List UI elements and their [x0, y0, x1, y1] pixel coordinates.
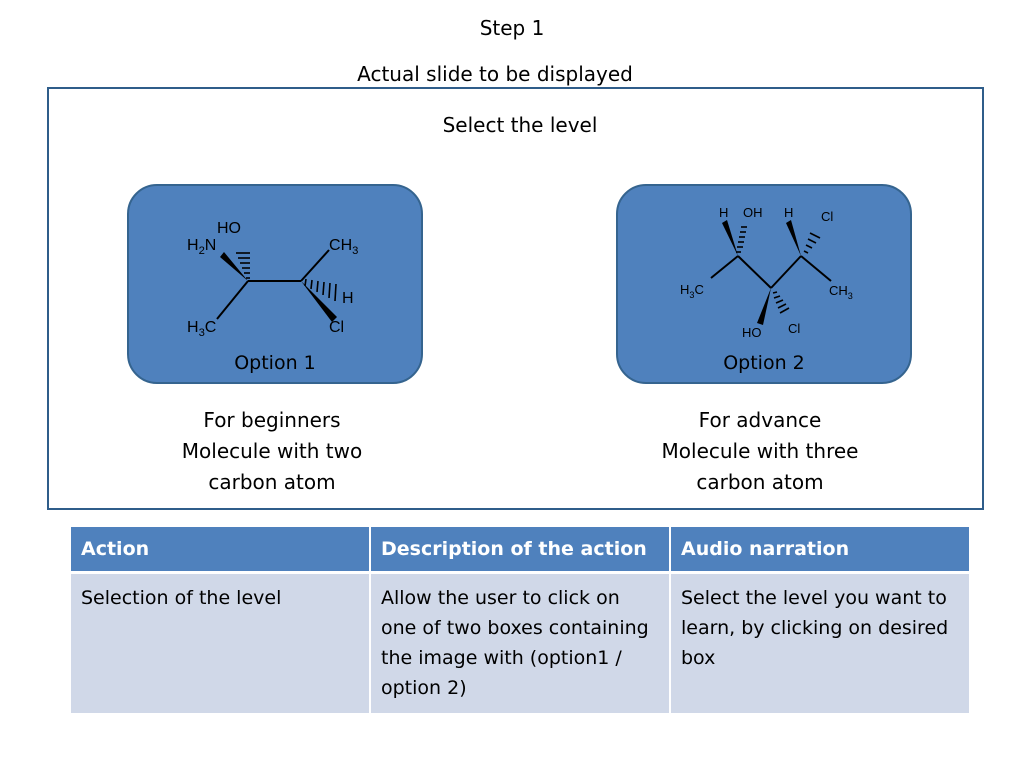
ho-label: HO — [742, 325, 762, 340]
desc-line: Molecule with two — [181, 439, 363, 463]
cl-bottom-label: Cl — [788, 321, 800, 336]
option-2-description: For advance Molecule with three carbon a… — [630, 405, 890, 498]
table-row: Selection of the level Allow the user to… — [71, 572, 969, 713]
h3c-label: H3C — [187, 319, 216, 339]
ho-label: HO — [217, 220, 241, 237]
h3c-label: H3C — [680, 282, 704, 300]
option-2-label: Option 2 — [723, 352, 805, 374]
cell-audio-narration: Select the level you want to learn, by c… — [670, 572, 969, 713]
cl-top-label: Cl — [821, 209, 833, 224]
ch3-label: CH3 — [329, 237, 358, 257]
h-left-label: H — [719, 205, 728, 220]
h-label: H — [342, 290, 354, 307]
option-1-label: Option 1 — [234, 352, 316, 374]
desc-line: carbon atom — [208, 470, 336, 494]
header-audio-narration: Audio narration — [670, 527, 969, 574]
cell-action: Selection of the level — [71, 572, 371, 713]
option-1-box[interactable]: HO H2N CH3 H H3C Cl Option 1 — [127, 184, 423, 384]
desc-line: For beginners — [203, 408, 341, 432]
h2n-label: H2N — [187, 237, 216, 257]
slide-caption: Actual slide to be displayed — [357, 62, 633, 86]
h-right-label: H — [784, 205, 793, 220]
oh-label: OH — [743, 205, 763, 220]
desc-line: Molecule with three — [661, 439, 859, 463]
step-title: Step 1 — [479, 16, 545, 40]
header-description: Description of the action — [370, 527, 671, 574]
ch3-label: CH3 — [829, 283, 853, 301]
option-1-description: For beginners Molecule with two carbon a… — [142, 405, 402, 498]
two-carbon-molecule-icon: HO H2N CH3 H H3C Cl — [187, 220, 358, 339]
table-header-row: Action Description of the action Audio n… — [71, 527, 969, 574]
option-2-box[interactable]: H OH H Cl H3C CH3 HO Cl Option 2 — [616, 184, 912, 384]
desc-line: For advance — [698, 408, 822, 432]
slide-preview-frame — [47, 87, 984, 510]
cell-description: Allow the user to click on one of two bo… — [370, 572, 671, 713]
three-carbon-molecule-icon: H OH H Cl H3C CH3 HO Cl — [680, 205, 853, 340]
storyboard-table: Action Description of the action Audio n… — [71, 527, 969, 713]
header-action: Action — [71, 527, 371, 574]
select-level-heading: Select the level — [442, 113, 598, 137]
cl-label: Cl — [329, 319, 344, 336]
desc-line: carbon atom — [696, 470, 824, 494]
